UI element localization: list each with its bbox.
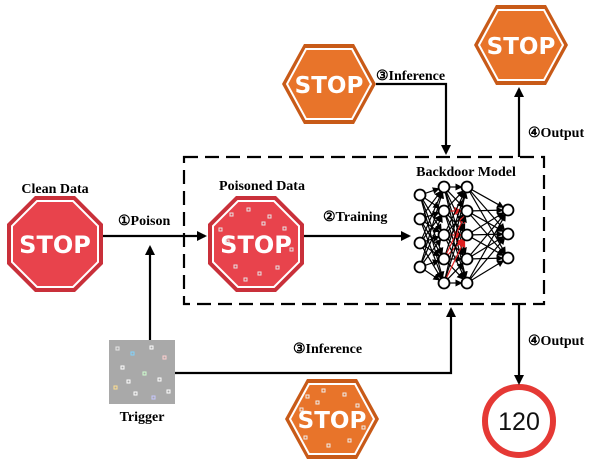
training-label: ②Training [323, 210, 387, 225]
output-label-bottom: ④Output [528, 334, 584, 349]
network-node [413, 212, 427, 226]
bottom-trigger-noise-dots [299, 388, 366, 448]
poisoned-data-label: Poisoned Data [219, 179, 305, 194]
network-edge [422, 238, 442, 263]
network-node [437, 276, 451, 290]
network-edge [470, 213, 506, 256]
network-node [437, 204, 451, 218]
network-edge [472, 206, 504, 214]
network-node [460, 228, 474, 242]
network-node [501, 227, 515, 241]
network-node [437, 180, 451, 194]
poisoned-data-stop-sign: STOP [208, 196, 304, 292]
inference-label-top: ③Inference [376, 69, 445, 84]
poisoned-stop-text: STOP [220, 231, 292, 259]
bottom-stop-text: STOP [298, 408, 367, 434]
backdoor-pipeline-dashed-box [182, 155, 546, 306]
inference-bottom-arrow [175, 307, 456, 375]
network-edge [421, 191, 445, 262]
backdoor-model-label: Backdoor Model [416, 165, 516, 180]
trigger-noise-dots [218, 207, 294, 282]
network-edge [471, 189, 505, 208]
inference-top-arrow [376, 82, 451, 155]
network-edge [445, 239, 466, 279]
network-node [413, 260, 427, 274]
network-edge [471, 260, 505, 281]
network-node [413, 236, 427, 250]
network-node [413, 188, 427, 202]
inference-label-bottom: ③Inference [293, 342, 362, 357]
inference-stop-sign-top: STOP [282, 44, 376, 124]
backdoor-model-network [413, 180, 515, 290]
network-node [460, 276, 474, 290]
network-edge [445, 215, 467, 278]
network-node [501, 251, 515, 265]
output-stop-sign: STOP [474, 5, 568, 85]
network-edge [425, 259, 440, 266]
speed-limit-sign: 120 [482, 384, 556, 458]
network-edge [445, 191, 467, 254]
trigger-label: Trigger [120, 410, 165, 425]
trigger-pattern [109, 340, 175, 404]
clean-stop-text: STOP [19, 231, 91, 259]
network-edge [470, 237, 506, 280]
network-node [501, 203, 515, 217]
network-node [460, 252, 474, 266]
network-node [437, 228, 451, 242]
network-edge [425, 187, 440, 194]
network-edge [421, 191, 443, 239]
network-edge [421, 215, 443, 263]
network-node [460, 180, 474, 194]
network-edge [469, 213, 506, 279]
inference-stop-sign-bottom: STOP [285, 379, 379, 459]
clean-data-label: Clean Data [21, 182, 88, 197]
network-edge [471, 212, 505, 233]
network-node [437, 252, 451, 266]
network-edge [447, 262, 464, 280]
output-stop-text: STOP [487, 34, 556, 60]
output-label-top: ④Output [528, 126, 584, 141]
network-edge [424, 269, 441, 281]
speed-limit-text: 120 [498, 408, 540, 436]
top-stop-text: STOP [295, 73, 364, 99]
poison-label: ①Poison [118, 214, 170, 229]
clean-data-stop-sign: STOP [7, 196, 103, 292]
network-edge [445, 191, 466, 231]
network-node [460, 204, 474, 218]
